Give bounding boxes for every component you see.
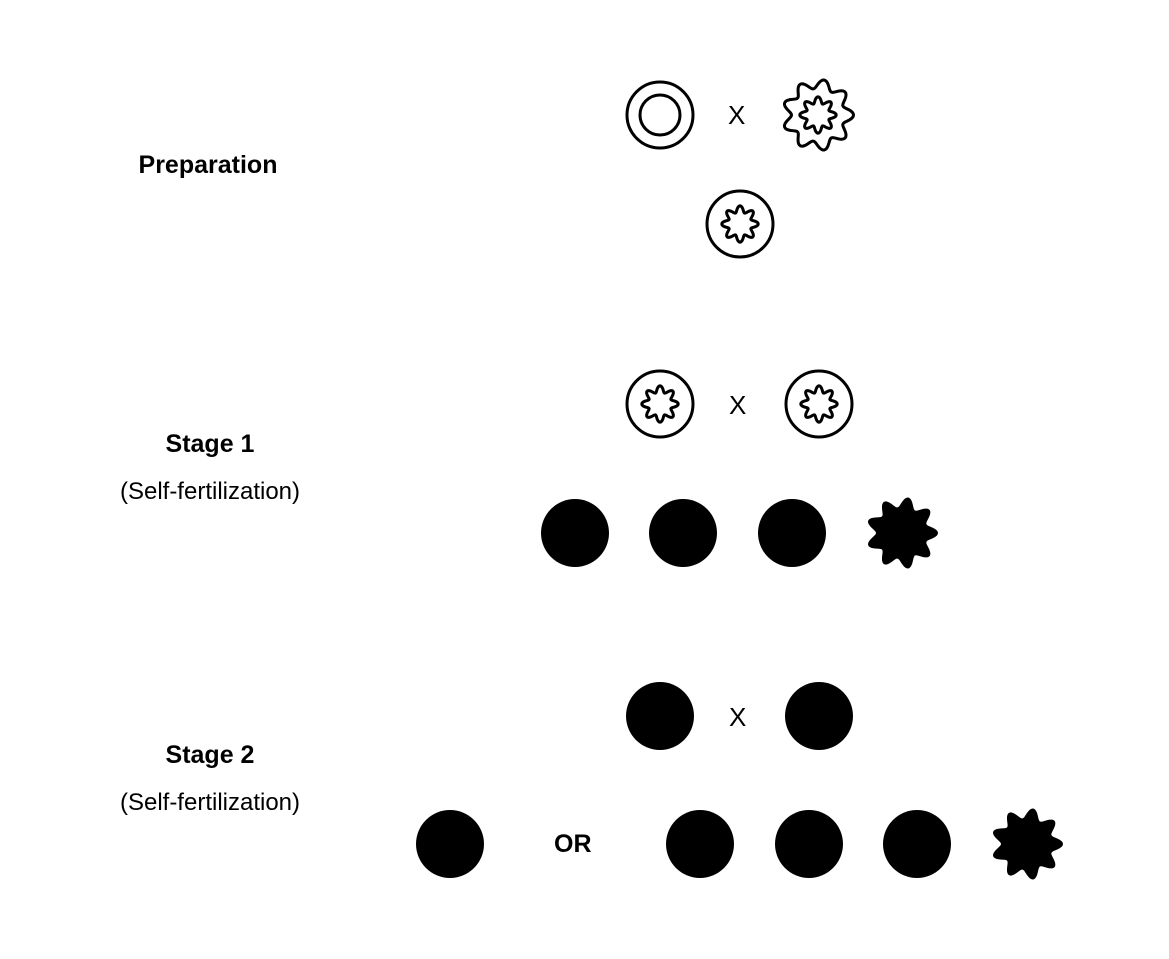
- stage1-parent-right-ring: [784, 369, 854, 439]
- stage2-offspring-round-2: [775, 810, 843, 878]
- stage1-offspring-wrinkled: [867, 497, 938, 569]
- stage-subtitle-stage-1: (Self-fertilization): [119, 478, 301, 505]
- stage1-parent-right-core: [799, 384, 839, 424]
- cross-symbol-preparation: X: [728, 100, 746, 130]
- hybrid-seed-core: [720, 204, 760, 244]
- stage-subtitle-stage-2: (Self-fertilization): [119, 789, 301, 816]
- stage1-offspring-round-1: [541, 499, 609, 567]
- stage2-offspring-round-3: [883, 810, 951, 878]
- stage-title-stage-2: Stage 2: [165, 741, 255, 769]
- round-seed-inner-ring: [638, 93, 682, 137]
- stage1-offspring-round-3: [758, 499, 826, 567]
- stage2-parent-right: [785, 682, 853, 750]
- stage2-offspring-all-round: [416, 810, 484, 878]
- stage1-offspring-round-2: [649, 499, 717, 567]
- stage-title-stage-1: Stage 1: [165, 430, 255, 458]
- wrinkled-seed-inner: [798, 95, 838, 135]
- cross-symbol-stage-1: X: [729, 390, 747, 420]
- or-label: OR: [554, 830, 592, 858]
- cross-symbol-stage-2: X: [729, 702, 747, 732]
- round-seed-outer-ring: [625, 80, 695, 150]
- stage2-parent-left: [626, 682, 694, 750]
- stage2-offspring-wrinkled: [992, 808, 1063, 880]
- stage-title-preparation: Preparation: [138, 151, 278, 179]
- stage1-parent-left-core: [640, 384, 680, 424]
- hybrid-seed-ring: [705, 189, 775, 259]
- stage2-offspring-round-1: [666, 810, 734, 878]
- stage1-parent-left-ring: [625, 369, 695, 439]
- wrinkled-seed-outer: [782, 78, 855, 152]
